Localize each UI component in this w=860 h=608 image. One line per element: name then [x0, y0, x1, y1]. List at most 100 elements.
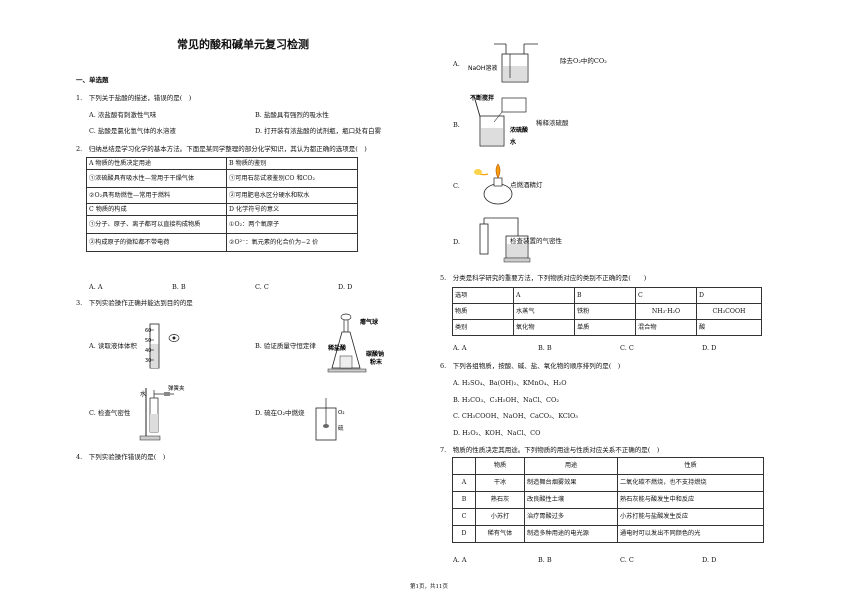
page-title: 常见的酸和碱单元复习检测	[177, 38, 309, 51]
q4-option-c-text: 点燃酒精灯	[510, 181, 543, 189]
table-cell: 物质	[475, 457, 525, 475]
q4-option-d: D.	[453, 238, 461, 246]
table-cell: 小苏打能与盐酸发生反应	[617, 508, 764, 526]
table-cell: 选项	[452, 287, 514, 304]
label-balloon: 瘪气球	[360, 318, 379, 326]
table-cell: 小苏打	[475, 508, 525, 526]
q7-option-a: A. A	[453, 556, 467, 564]
q5-stem: 5. 分类是科学研究的重要方法，下列物质对应的类别不正确的是( )	[440, 274, 647, 282]
table-cell: 氧化物	[513, 319, 575, 336]
table-cell: NH₃·H₂O	[635, 303, 697, 320]
q2-option-c: C. C	[255, 283, 269, 291]
table-cell: B	[452, 491, 476, 509]
section-heading: 一、单选题	[76, 76, 109, 84]
cylinder-mark: 50	[145, 338, 151, 344]
label-sulfur: 硫	[338, 424, 344, 432]
table-cell: D 化学符号的意义	[226, 203, 358, 216]
table-cell: 二氧化碳不燃烧，也不支持燃烧	[617, 474, 764, 492]
q1-option-b: B. 盐酸具有强烈的吸水性	[255, 111, 329, 119]
q4-option-d-text: 检查装置的气密性	[510, 237, 562, 245]
table-cell: C	[452, 508, 476, 526]
q7-option-b: B. B	[538, 556, 552, 564]
table-cell: 改良酸性土壤	[524, 491, 618, 509]
q4-option-b: B.	[453, 121, 460, 129]
q2-stem: 2. 归纳总结是学习化学的基本方法。下面是某同学整理的部分化学知识，其认为都正确…	[76, 145, 367, 153]
q7-option-d: D. D	[702, 556, 717, 564]
table-cell: D	[696, 287, 762, 304]
q1-option-c: C. 盐酸是氯化氢气体的水溶液	[89, 127, 176, 135]
q6-option-c: C. CH₃COOH、NaOH、CaCO₃、KClO₃	[453, 412, 578, 420]
q6-option-d: D. H₂O₂、KOH、NaCl、CO	[453, 429, 541, 437]
table-cell: 铁粉	[574, 303, 636, 320]
label-clamp: 弹簧夹	[168, 384, 185, 392]
table-cell: 熟石灰	[475, 491, 525, 509]
cylinder-mark: 60	[145, 328, 151, 334]
q4-option-b-text: 稀释浓硫酸	[536, 119, 569, 127]
table-cell: B 物质的鉴别	[226, 157, 358, 170]
q7-stem: 7. 物质的性质决定其用途。下列物质的用途与性质对应关系不正确的是( )	[440, 446, 660, 454]
table-cell: 干冰	[475, 474, 525, 492]
table-cell: 稀有气体	[475, 525, 525, 543]
table-cell: B	[574, 287, 636, 304]
table-cell: 酸	[696, 319, 762, 336]
q3-stem: 3. 下列实验操作正确并能达到目的的是	[76, 299, 193, 307]
label-water: 水	[510, 138, 517, 146]
label-stir: 不断搅拌	[470, 94, 494, 102]
q5-option-c: C. C	[620, 344, 634, 352]
table-cell: ①O₂：两个氧原子	[226, 215, 358, 234]
table-cell: 单质	[574, 319, 636, 336]
table-cell: ②O₂具有助燃性—常用于燃料	[86, 187, 227, 204]
label-water: 水	[140, 390, 146, 398]
table-cell: 熟石灰能与酸发生中和反应	[617, 491, 764, 509]
table-cell: 用途	[524, 457, 618, 475]
table-cell: 性质	[617, 457, 764, 475]
label-acid: 稀盐酸	[327, 344, 347, 352]
table-cell: C	[635, 287, 697, 304]
label-o2: O₂	[338, 410, 345, 416]
table-cell: A 物质的性质决定用途	[86, 157, 227, 170]
table-cell: ②构成原子的微粒都不带电荷	[86, 233, 227, 252]
q1-option-d: D. 打开装有浓盐酸的试剂瓶，瓶口处有白雾	[255, 127, 382, 135]
table-cell: 制造舞台烟雾效果	[524, 474, 618, 492]
label-powder-1: 碳酸钠	[366, 350, 384, 358]
table-cell: A	[452, 474, 476, 492]
q1-option-a: A. 浓盐酸有刺激性气味	[89, 111, 157, 119]
q5-option-d: D. D	[702, 344, 717, 352]
gas-washing-bottle-figure: NaOH溶液	[468, 43, 538, 83]
table-cell: 物质	[452, 303, 514, 320]
q2-option-a: A. A	[89, 283, 103, 291]
q5-option-b: B. B	[538, 344, 552, 352]
q4-option-a-text: 除去O₂中的CO₂	[560, 57, 607, 65]
eye-icon	[168, 334, 180, 342]
table-cell: D	[452, 525, 476, 543]
q6-stem: 6. 下列各组物质，按酸、碱、盐、氧化物的顺序排列的是( )	[440, 362, 621, 370]
label-naoh: NaOH溶液	[468, 64, 497, 72]
table-cell: 混合物	[635, 319, 697, 336]
q5-option-a: A. A	[453, 344, 467, 352]
dilute-acid-figure: 不断搅拌 浓硫酸 水	[470, 94, 529, 147]
cylinder-mark: 30	[145, 358, 151, 364]
cylinder-mark: 40	[145, 348, 151, 354]
table-cell: 水蒸气	[513, 303, 575, 320]
table-cell: ②O²⁻：氧元素的化合价为−2 价	[226, 233, 358, 252]
q3-option-d: D. 硫在O₂中燃烧	[255, 409, 305, 417]
table-cell: 治疗胃酸过多	[524, 508, 618, 526]
table-cell: 制造多种用途的电光源	[524, 525, 618, 543]
q7-option-c: C. C	[620, 556, 634, 564]
graduated-cylinder-figure: 60 50 40 30	[145, 323, 180, 369]
table-cell: ①可用石蕊试液鉴别CO 和CO₂	[226, 169, 358, 188]
q1-stem: 1. 下列关于盐酸的描述，错误的是( )	[76, 94, 192, 102]
airtightness-figure: 水 弹簧夹	[139, 384, 185, 441]
page-footer: 第1页，共11页	[410, 584, 448, 590]
conservation-of-mass-figure: 瘪气球 稀盐酸 碳酸钠 粉末	[327, 313, 384, 373]
table-cell: A	[513, 287, 575, 304]
airtight-check-figure	[479, 217, 531, 263]
q3-option-b: B. 验证质量守恒定律	[255, 342, 316, 350]
table-cell: ②可用肥皂水区分硬水和软水	[226, 187, 358, 204]
label-conc-acid: 浓硫酸	[510, 126, 529, 134]
alcohol-lamp-figure	[474, 163, 513, 205]
table-cell: C 物质的构成	[86, 203, 227, 216]
